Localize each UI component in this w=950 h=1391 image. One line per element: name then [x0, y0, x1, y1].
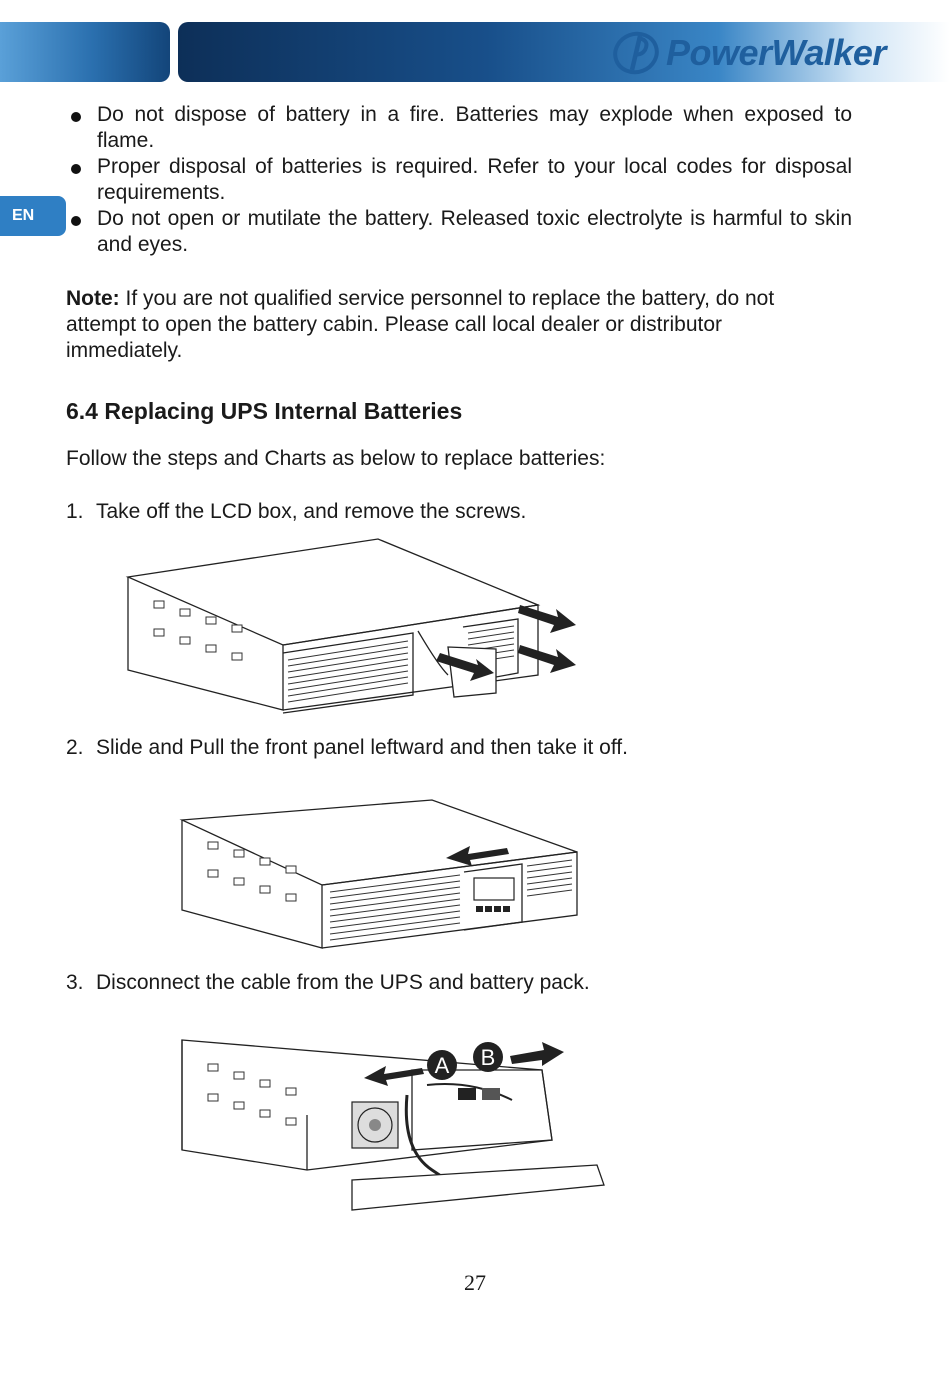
powerwalker-logo-icon — [613, 31, 659, 75]
note-paragraph: Note: If you are not qualified service p… — [66, 286, 826, 364]
figure-step-2-slide-panel — [179, 799, 578, 949]
step-2: 2.Slide and Pull the front panel leftwar… — [66, 736, 628, 759]
list-item: Proper disposal of batteries is required… — [66, 154, 852, 206]
warning-list: Do not dispose of battery in a fire. Bat… — [66, 102, 852, 258]
step-1: 1.Take off the LCD box, and remove the s… — [66, 500, 527, 523]
bullet-icon — [71, 112, 81, 122]
page-header: PowerWalker — [0, 22, 950, 82]
brand-name: PowerWalker — [666, 32, 886, 73]
figure-step-3-disconnect-cable: A B — [181, 1039, 605, 1211]
list-item: Do not dispose of battery in a fire. Bat… — [66, 102, 852, 154]
bullet-icon — [71, 164, 81, 174]
note-text: If you are not qualified service personn… — [66, 287, 775, 362]
header-left-bar — [0, 22, 170, 82]
page-number: 27 — [464, 1270, 486, 1295]
language-tab: EN — [0, 196, 66, 236]
bullet-icon — [71, 216, 81, 226]
label-b: B — [481, 1045, 496, 1070]
note-label: Note: — [66, 287, 120, 310]
figure-step-1-remove-lcd — [125, 538, 576, 714]
list-item: Do not open or mutilate the battery. Rel… — [66, 206, 852, 258]
brand-logo: PowerWalker — [612, 30, 886, 76]
section-intro: Follow the steps and Charts as below to … — [66, 447, 606, 470]
header-main-bar — [178, 22, 950, 82]
label-a: A — [435, 1053, 450, 1078]
section-title: 6.4 Replacing UPS Internal Batteries — [66, 398, 463, 424]
step-3: 3.Disconnect the cable from the UPS and … — [66, 971, 590, 994]
